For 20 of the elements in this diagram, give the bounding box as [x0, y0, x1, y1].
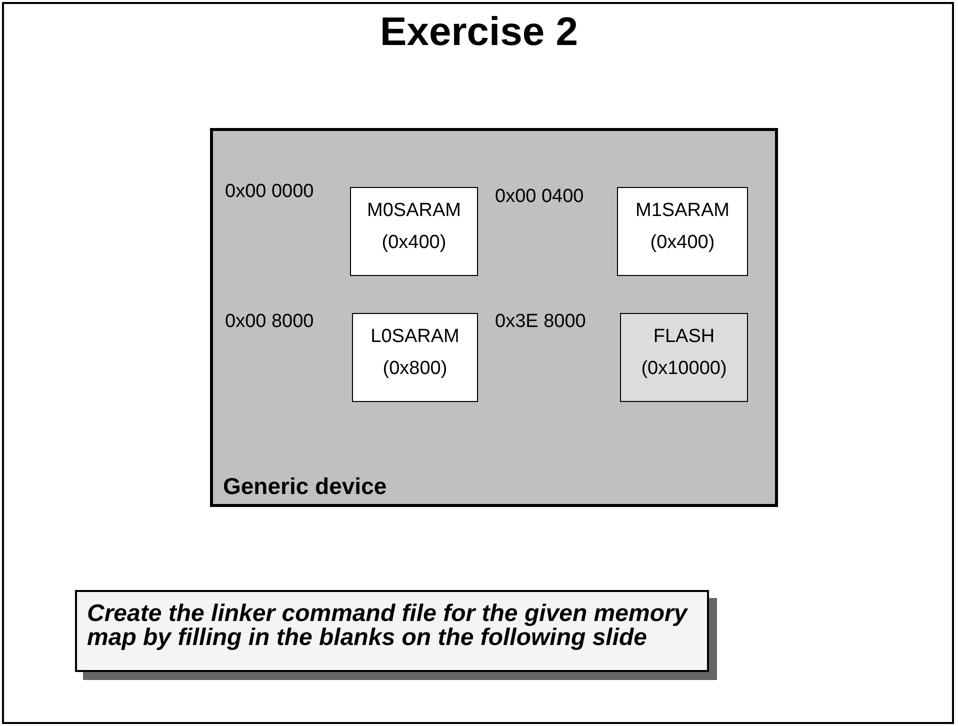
title: Exercise 2	[379, 10, 579, 55]
memory-size: (0x400)	[649, 232, 716, 254]
memory-name: L0SARAM	[370, 326, 460, 348]
start-address: 0x00 0400	[495, 186, 584, 208]
memory-size: (0x10000)	[640, 358, 728, 380]
memory-block	[617, 187, 748, 276]
memory-block	[352, 313, 478, 402]
device-box	[210, 128, 778, 507]
start-address: 0x00 0000	[225, 181, 314, 203]
start-address: 0x3E 8000	[495, 311, 586, 333]
start-address: 0x00 8000	[225, 311, 314, 333]
memory-name: M1SARAM	[634, 200, 730, 222]
memory-name: M0SARAM	[366, 200, 462, 222]
memory-block	[350, 187, 478, 276]
memory-name: FLASH	[652, 326, 716, 348]
instruction-text: Create the linker command file for the given memory map by filling in the blanks on the following slide	[87, 600, 688, 651]
memory-block	[620, 313, 748, 402]
memory-size: (0x400)	[380, 232, 448, 254]
memory-size: (0x800)	[382, 358, 448, 380]
device-label: Generic device	[223, 473, 387, 500]
